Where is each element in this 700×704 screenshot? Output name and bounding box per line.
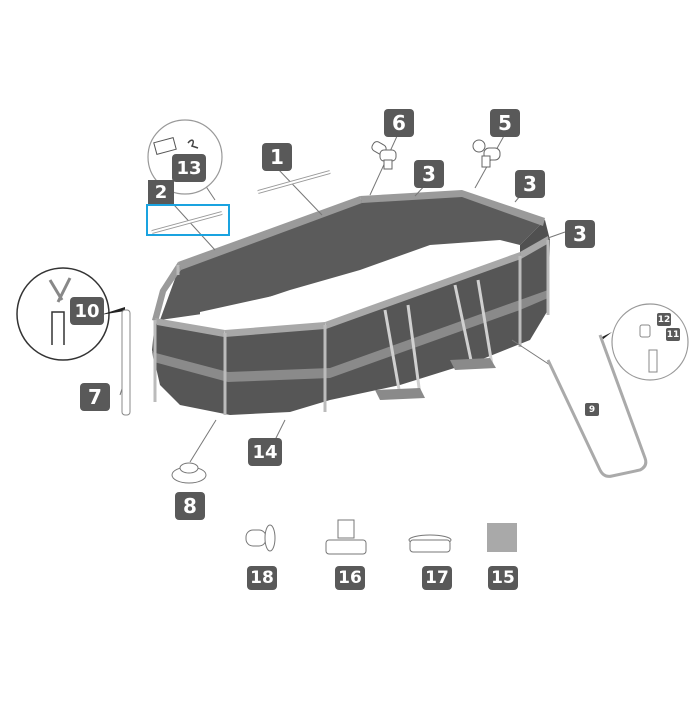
label-6: 6 [384, 109, 414, 137]
label-17: 17 [422, 566, 452, 590]
label-1: 1 [262, 143, 292, 171]
label-11: 11 [666, 328, 680, 341]
label-5: 5 [490, 109, 520, 137]
label-18: 18 [247, 566, 277, 590]
label-16: 16 [335, 566, 365, 590]
label-3-b: 3 [515, 170, 545, 198]
pool-liner-drawing [152, 190, 550, 415]
label-9: 9 [585, 403, 599, 416]
part-6-t-joint-drawing [371, 141, 397, 170]
part-16-valve-drawing [325, 519, 367, 555]
label-7: 7 [80, 383, 110, 411]
ladder-drawing [375, 279, 496, 400]
label-10: 10 [70, 297, 104, 325]
label-13: 13 [172, 154, 206, 182]
part-5-t-joint-drawing [472, 139, 501, 168]
label-2: 2 [148, 180, 174, 204]
legs-drawing [153, 240, 550, 415]
label-15: 15 [488, 566, 518, 590]
label-8: 8 [175, 492, 205, 520]
part-2-highlight-box [146, 204, 230, 236]
part-7-leg-drawing [121, 309, 131, 416]
part-15-patch-drawing [487, 523, 517, 552]
part-9-u-support-drawing [546, 334, 648, 478]
label-3-c: 3 [565, 220, 595, 248]
label-14: 14 [248, 438, 282, 466]
detail-circle-10 [16, 267, 125, 361]
part-18-plug-drawing [245, 524, 276, 552]
part-8-leg-cap-drawing [171, 462, 207, 484]
part-1-beam-drawing [257, 170, 331, 194]
label-3-a: 3 [414, 160, 444, 188]
part-2-beam-drawing [151, 211, 223, 234]
label-12: 12 [657, 313, 671, 326]
part-17-cap-drawing [408, 534, 452, 553]
